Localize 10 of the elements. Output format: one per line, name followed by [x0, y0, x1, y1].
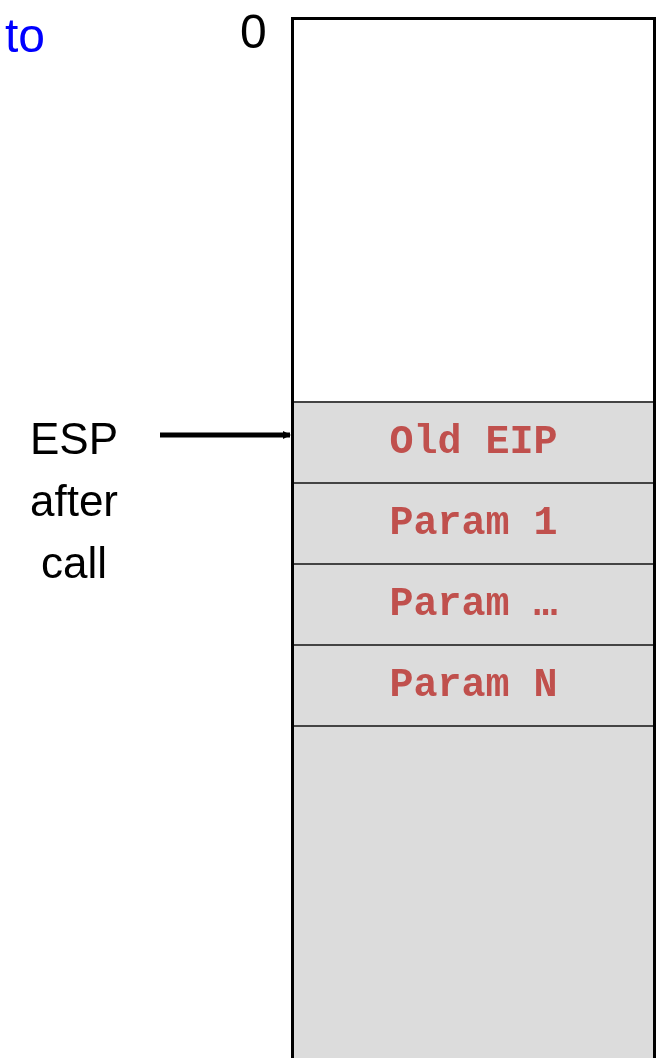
cell-label: Param …	[389, 582, 558, 627]
pointer-label: ESP after call	[10, 408, 160, 594]
cell-label: Old EIP	[389, 420, 558, 465]
cell-label: Param 1	[389, 501, 558, 546]
cell-label: Param N	[389, 663, 558, 708]
address-label: 0	[240, 8, 267, 56]
free-region	[294, 20, 653, 403]
stack-column	[291, 17, 656, 1058]
arrow	[160, 431, 291, 439]
direction-label: to	[5, 12, 46, 60]
